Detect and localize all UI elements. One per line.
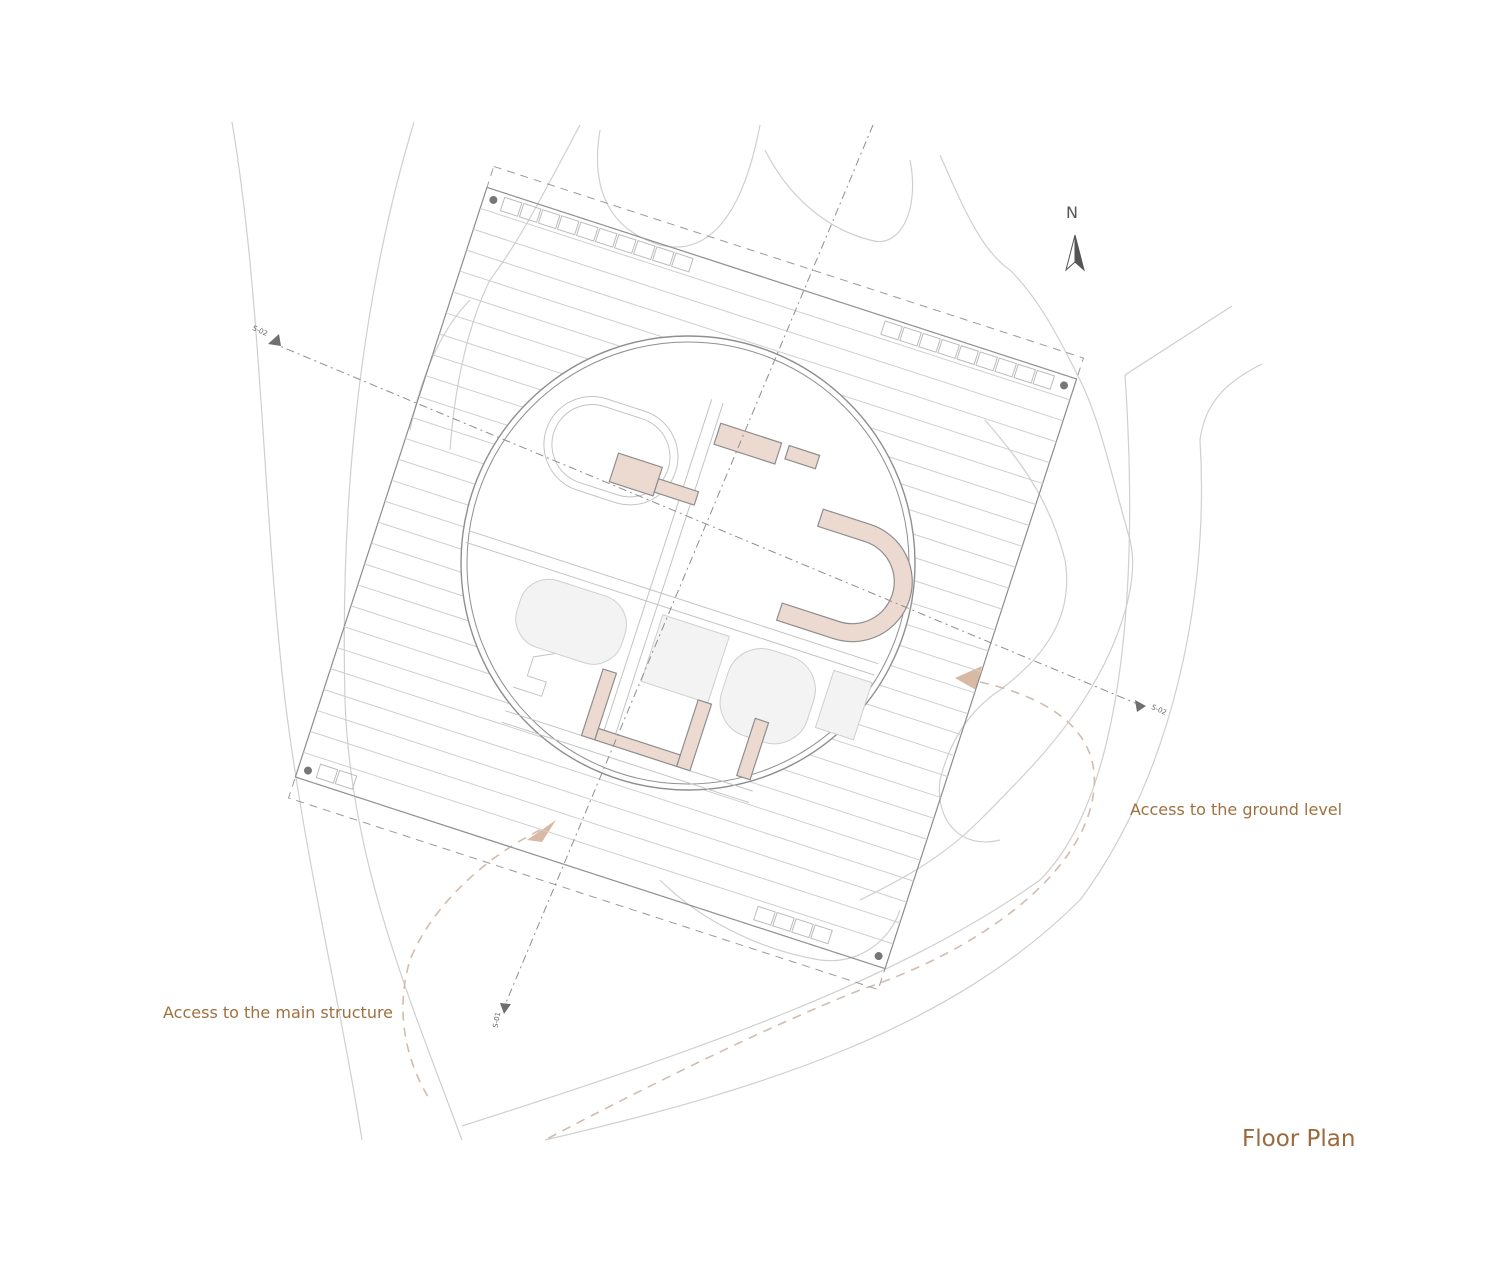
access-arrow-icon — [527, 666, 982, 842]
north-arrow-icon — [1065, 234, 1085, 272]
access-ground-level-label: Access to the ground level — [1130, 800, 1343, 819]
section-marker-icon — [268, 334, 1146, 1014]
site-contours — [231, 121, 1263, 1141]
drawing-title: Floor Plan — [1242, 1126, 1356, 1152]
section-lines — [269, 124, 1141, 1006]
access-main-structure-label: Access to the main structure — [163, 1003, 394, 1022]
access-paths — [402, 681, 1096, 1141]
north-label: N — [1066, 203, 1078, 222]
interior-structures — [465, 396, 913, 804]
